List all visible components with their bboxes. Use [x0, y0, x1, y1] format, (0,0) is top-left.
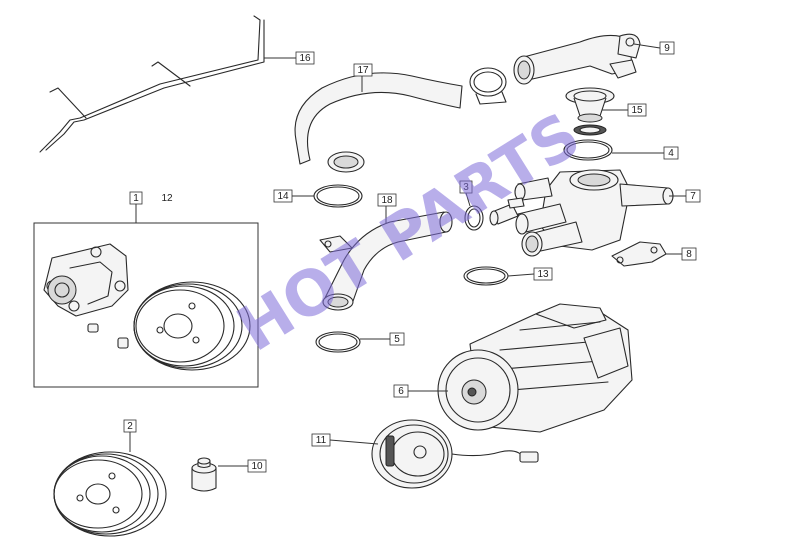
assembly-group-box — [33, 222, 259, 388]
svg-text:10: 10 — [251, 461, 263, 472]
callout-7: 7 — [685, 189, 701, 203]
svg-text:3: 3 — [463, 182, 469, 193]
o-ring-part-3 — [464, 205, 484, 231]
plug-part-10 — [191, 457, 217, 492]
callout-17: 17 — [353, 63, 373, 77]
pulley-part-12 — [133, 281, 251, 371]
callout-6: 6 — [393, 384, 409, 398]
pipe-bracket-part-16 — [39, 15, 265, 153]
pulley-part-2 — [53, 451, 167, 537]
hose-clamp — [469, 67, 507, 105]
svg-text:18: 18 — [381, 195, 393, 206]
clutch-part-11 — [371, 419, 539, 489]
o-ring-part-4 — [563, 139, 613, 161]
water-pump-part-1 — [43, 243, 129, 349]
callout-18: 18 — [377, 193, 397, 207]
svg-text:5: 5 — [394, 334, 400, 345]
callout-3: 3 — [459, 180, 473, 194]
svg-text:7: 7 — [690, 191, 696, 202]
svg-text:14: 14 — [277, 191, 289, 202]
callout-16: 16 — [295, 51, 315, 65]
callout-11: 11 — [311, 433, 331, 447]
thermostat-part-15 — [565, 87, 615, 136]
svg-text:6: 6 — [398, 386, 404, 397]
svg-text:4: 4 — [668, 148, 674, 159]
hose-part-17 — [294, 72, 463, 173]
callout-2: 2 — [123, 419, 137, 433]
svg-text:8: 8 — [686, 249, 692, 260]
compressor-part-6 — [437, 303, 633, 433]
callout-13: 13 — [533, 267, 553, 281]
callout-12: 12 — [161, 193, 173, 204]
o-ring-part-5 — [315, 331, 361, 353]
svg-text:15: 15 — [631, 105, 643, 116]
leader-lines — [129, 43, 686, 467]
callout-9: 9 — [659, 41, 675, 55]
o-ring-part-13 — [463, 266, 509, 286]
svg-text:1: 1 — [133, 193, 139, 204]
callout-10: 10 — [247, 459, 267, 473]
svg-text:2: 2 — [127, 421, 133, 432]
callout-1: 1 — [129, 191, 143, 205]
pipe-part-18 — [319, 211, 453, 311]
callout-8: 8 — [681, 247, 697, 261]
svg-text:17: 17 — [357, 65, 369, 76]
callout-5: 5 — [389, 332, 405, 346]
callout-4: 4 — [663, 146, 679, 160]
thermostat-housing-part-7 — [514, 169, 674, 257]
svg-text:12: 12 — [161, 193, 173, 204]
o-ring-part-14 — [313, 184, 363, 208]
svg-text:9: 9 — [664, 43, 670, 54]
connector-pipe — [489, 197, 525, 226]
callout-15: 15 — [627, 103, 647, 117]
svg-text:13: 13 — [537, 269, 549, 280]
svg-text:16: 16 — [299, 53, 311, 64]
bracket-part-8 — [611, 241, 667, 267]
outlet-pipe-part-9 — [513, 33, 641, 85]
callout-14: 14 — [273, 189, 293, 203]
svg-text:11: 11 — [316, 435, 327, 446]
